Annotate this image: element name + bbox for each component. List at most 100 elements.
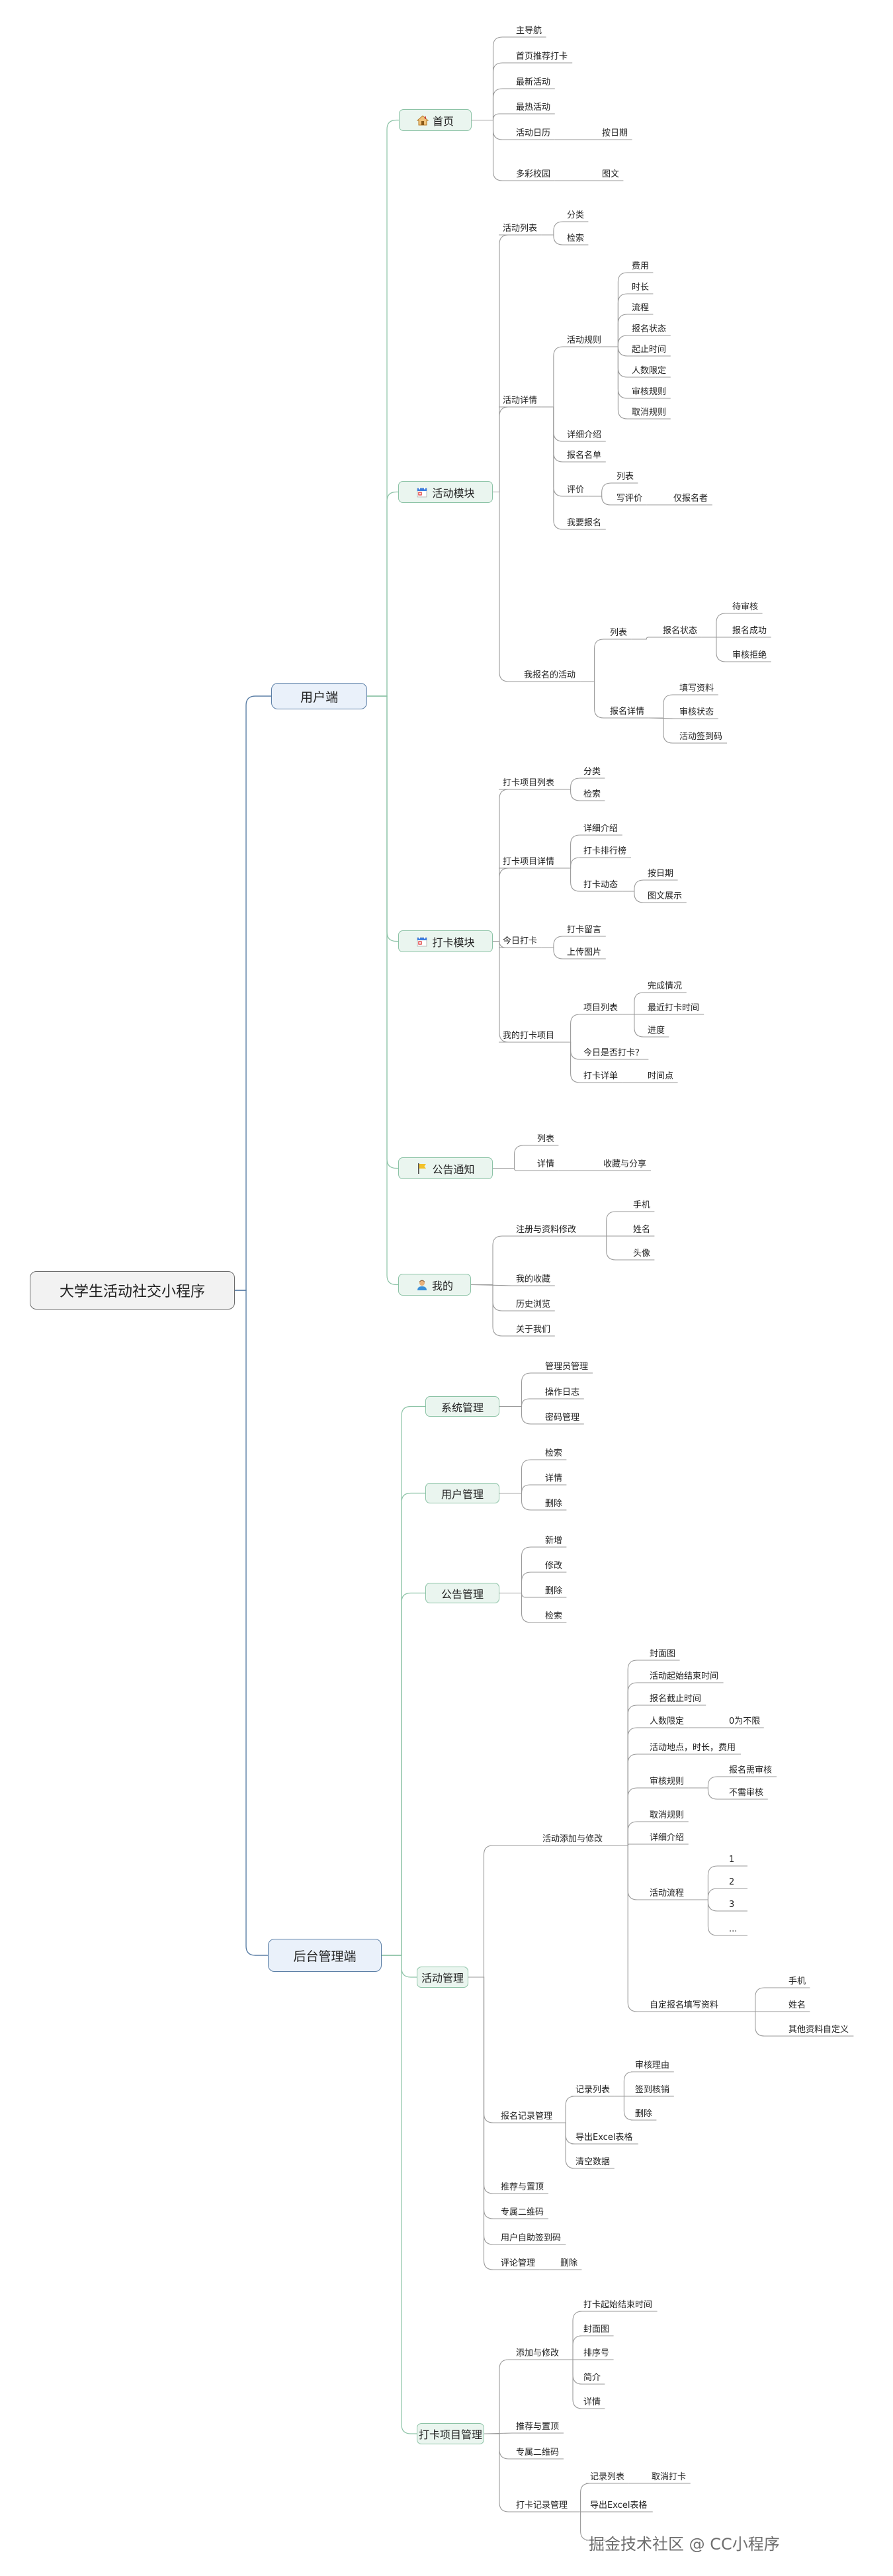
topic-node[interactable]: 活动详情 — [501, 396, 538, 408]
topic-node[interactable]: 项目列表 — [582, 1003, 619, 1016]
topic-node[interactable]: 评价 — [566, 485, 585, 498]
module-node[interactable]: 用户管理 — [425, 1483, 499, 1503]
topic-node[interactable]: 流程 — [630, 303, 650, 316]
topic-node[interactable]: 按日期 — [646, 869, 675, 881]
branch-node-admin-side[interactable]: 后台管理端 — [268, 1939, 382, 1972]
topic-node[interactable]: 修改 — [544, 1561, 564, 1574]
topic-node[interactable]: 图文 — [601, 169, 620, 182]
topic-node[interactable]: 报名名单 — [566, 451, 603, 463]
topic-node[interactable]: 导出Excel表格 — [589, 2501, 648, 2513]
topic-node[interactable]: 起止时间 — [630, 345, 667, 357]
topic-node[interactable]: 人数限定 — [648, 1716, 685, 1729]
topic-node[interactable]: 导出Excel表格 — [574, 2133, 634, 2145]
topic-node[interactable]: 审核规则 — [648, 1777, 685, 1789]
topic-node[interactable]: 报名成功 — [731, 626, 768, 639]
topic-node[interactable]: 活动添加与修改 — [541, 1834, 604, 1847]
topic-node[interactable]: 收藏与分享 — [602, 1159, 648, 1172]
topic-node[interactable]: 报名状态 — [630, 324, 667, 337]
topic-node[interactable]: 姓名 — [632, 1225, 652, 1237]
topic-node[interactable]: 待审核 — [731, 602, 759, 615]
topic-node[interactable]: 简介 — [582, 2373, 602, 2385]
topic-node[interactable]: 多彩校园 — [515, 169, 552, 182]
topic-node[interactable]: 填写资料 — [678, 684, 715, 696]
topic-node[interactable]: 打卡动态 — [582, 880, 619, 893]
topic-node[interactable]: 写评价 — [615, 494, 644, 506]
topic-node[interactable]: 关于我们 — [515, 1325, 552, 1337]
topic-node[interactable]: 打卡起始结束时间 — [582, 2300, 654, 2313]
topic-node[interactable]: 管理员管理 — [544, 1362, 589, 1374]
topic-node[interactable]: 最新活动 — [515, 77, 552, 90]
topic-node[interactable]: 操作日志 — [544, 1388, 581, 1400]
topic-node[interactable]: 添加与修改 — [515, 2348, 560, 2361]
topic-node[interactable]: 检索 — [582, 789, 602, 802]
topic-node[interactable]: 不需审核 — [728, 1788, 765, 1800]
topic-node[interactable]: 详细介绍 — [648, 1833, 685, 1845]
topic-node[interactable]: 活动日历 — [515, 128, 552, 141]
topic-node[interactable]: 历史浏览 — [515, 1300, 552, 1312]
topic-node[interactable]: 图文展示 — [646, 891, 683, 904]
topic-node[interactable]: 检索 — [544, 1611, 564, 1624]
topic-node[interactable]: 自定报名填写资料 — [648, 2000, 720, 2013]
topic-node[interactable]: 活动规则 — [566, 335, 603, 348]
module-node[interactable]: 公告管理 — [425, 1583, 499, 1603]
topic-node[interactable]: 注册与资料修改 — [515, 1225, 577, 1237]
module-node[interactable]: 系统管理 — [425, 1396, 499, 1417]
topic-node[interactable]: 评论管理 — [499, 2258, 536, 2271]
topic-node[interactable]: 密码管理 — [544, 1413, 581, 1425]
topic-node[interactable]: 其他资料自定义 — [787, 2025, 850, 2037]
topic-node[interactable]: 人数限定 — [630, 366, 667, 378]
topic-node[interactable]: 取消规则 — [630, 408, 667, 420]
topic-node[interactable]: 时间点 — [646, 1071, 675, 1084]
topic-node[interactable]: 我的打卡项目 — [501, 1031, 556, 1044]
topic-node[interactable]: 封面图 — [648, 1649, 677, 1662]
topic-node[interactable]: 详情 — [582, 2397, 602, 2410]
topic-node[interactable]: 报名需审核 — [728, 1765, 773, 1778]
topic-node[interactable]: 推荐与置顶 — [499, 2182, 545, 2195]
topic-node[interactable]: 我的收藏 — [515, 1274, 552, 1287]
topic-node[interactable]: 清空数据 — [574, 2157, 611, 2170]
topic-node[interactable]: 详情 — [544, 1474, 564, 1486]
topic-node[interactable]: 删除 — [544, 1499, 564, 1511]
topic-node[interactable]: 打卡留言 — [566, 925, 603, 938]
module-node[interactable]: 活动管理 — [417, 1967, 468, 1988]
topic-node[interactable]: 打卡项目列表 — [501, 778, 556, 791]
topic-node[interactable]: 今日打卡 — [501, 936, 538, 949]
topic-node[interactable]: 上传图片 — [566, 948, 603, 960]
module-node[interactable]: 活动模块 — [398, 481, 493, 503]
topic-node[interactable]: 按日期 — [601, 128, 629, 141]
topic-node[interactable]: 审核规则 — [630, 387, 667, 400]
topic-node[interactable]: 检索 — [566, 234, 585, 246]
topic-node[interactable]: 检索 — [544, 1448, 564, 1461]
topic-node[interactable]: 打卡项目详情 — [501, 857, 556, 869]
topic-node[interactable]: 删除 — [544, 1586, 564, 1599]
topic-node[interactable]: 报名记录管理 — [499, 2111, 554, 2124]
topic-node[interactable]: 封面图 — [582, 2325, 611, 2337]
module-node[interactable]: 打卡项目管理 — [417, 2423, 484, 2444]
topic-node[interactable]: 报名状态 — [661, 626, 699, 639]
branch-node-user-side[interactable]: 用户端 — [271, 683, 367, 709]
topic-node[interactable]: 列表 — [615, 472, 635, 484]
topic-node[interactable]: 2 — [728, 1877, 736, 1890]
topic-node[interactable]: 费用 — [630, 261, 650, 274]
topic-node[interactable]: 分类 — [582, 767, 602, 779]
topic-node[interactable]: 报名截止时间 — [648, 1694, 702, 1707]
topic-node[interactable]: 最热活动 — [515, 103, 552, 115]
topic-node[interactable]: 列表 — [536, 1134, 556, 1147]
topic-node[interactable]: 删除 — [559, 2258, 579, 2271]
topic-node[interactable]: 头像 — [632, 1249, 652, 1261]
topic-node[interactable]: 删除 — [634, 2109, 654, 2121]
topic-node[interactable]: 推荐与置顶 — [515, 2422, 560, 2434]
topic-node[interactable]: 审核拒绝 — [731, 650, 768, 663]
topic-node[interactable]: 仅报名者 — [672, 494, 709, 506]
topic-node[interactable]: 用户自助签到码 — [499, 2233, 562, 2246]
topic-node[interactable]: 签到核销 — [634, 2085, 671, 2098]
module-node[interactable]: 打卡模块 — [398, 930, 493, 952]
topic-node[interactable]: 专属二维码 — [515, 2448, 560, 2460]
topic-node[interactable]: 取消打卡 — [650, 2472, 687, 2485]
topic-node[interactable]: 姓名 — [787, 2000, 807, 2013]
topic-node[interactable]: 进度 — [646, 1026, 666, 1038]
topic-node[interactable]: 取消规则 — [648, 1810, 685, 1823]
topic-node[interactable]: 活动起始结束时间 — [648, 1671, 720, 1684]
topic-node[interactable]: 分类 — [566, 210, 585, 223]
topic-node[interactable]: 详情 — [536, 1159, 556, 1172]
